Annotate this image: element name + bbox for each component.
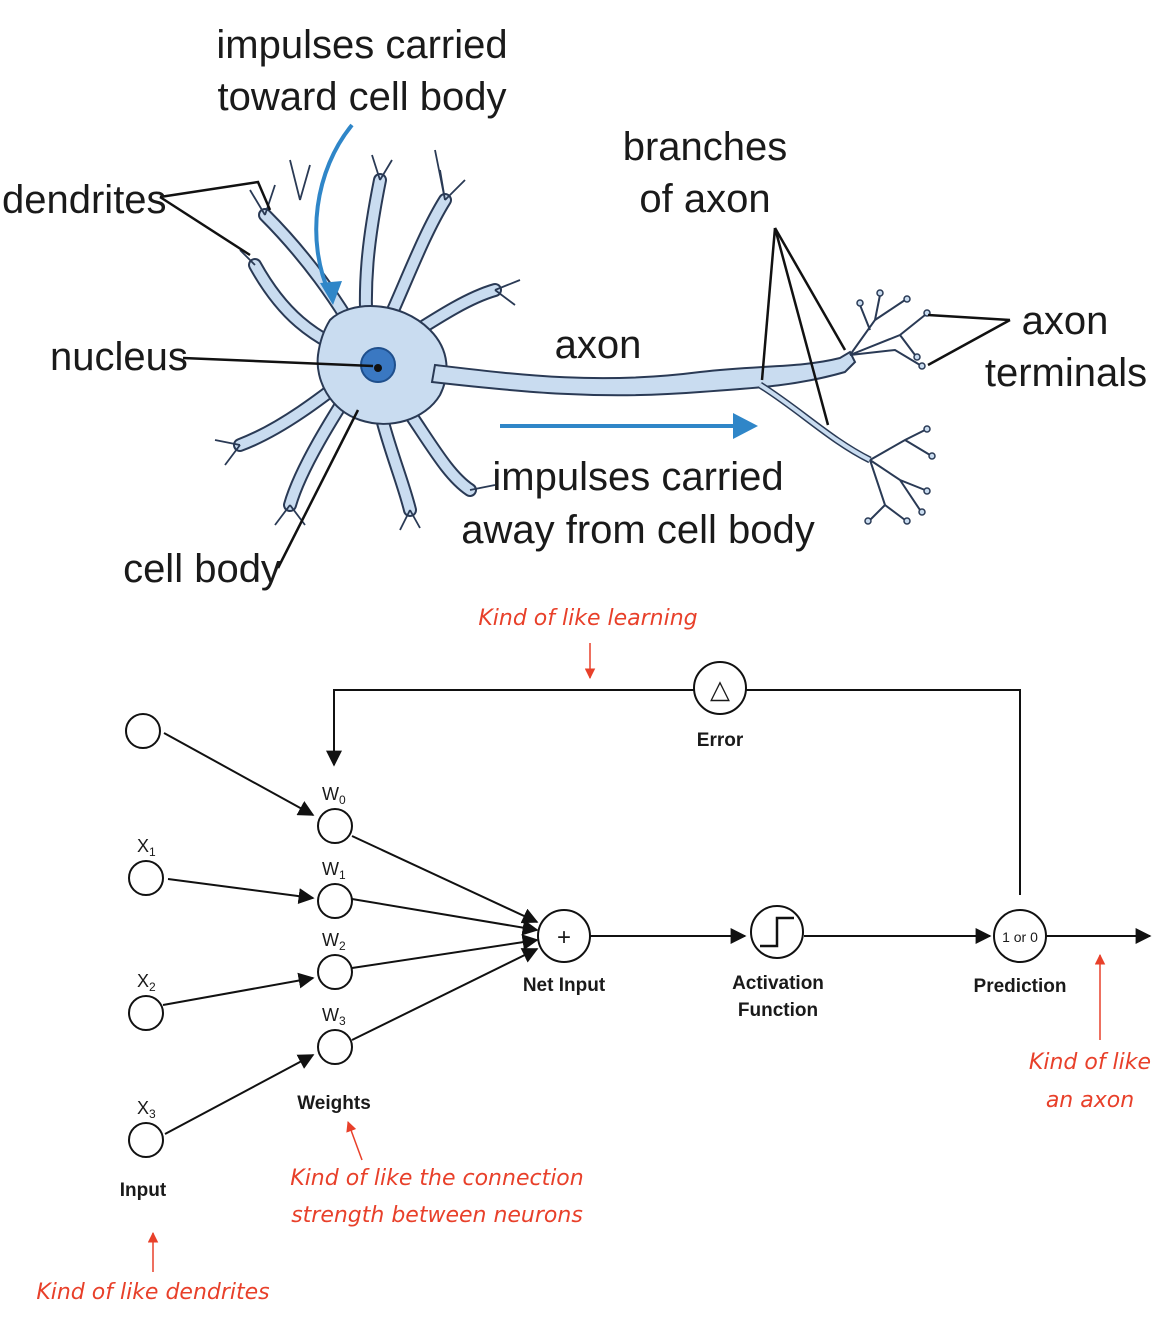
label-axon-terminals-2: terminals: [985, 351, 1147, 395]
prediction-value: 1 or 0: [1002, 929, 1038, 945]
prediction-node: [993, 909, 1047, 963]
label-impulses-away-1: impulses carried: [492, 455, 783, 499]
weight-node-w1: [317, 883, 353, 919]
label-cell-body: cell body: [123, 547, 281, 591]
weight-node-w2: [317, 954, 353, 990]
label-x1: X1: [137, 836, 156, 859]
note-learning: Kind of like learning: [478, 606, 697, 631]
label-nucleus: nucleus: [50, 335, 188, 379]
label-w1: W1: [322, 859, 346, 882]
axon-shape: [430, 350, 857, 397]
note-axon-1: Kind of like: [1029, 1050, 1151, 1075]
label-prediction: Prediction: [974, 976, 1067, 997]
step-function-icon: [760, 916, 794, 948]
label-x3: X3: [137, 1098, 156, 1121]
label-w0: W0: [322, 784, 346, 807]
label-activation-2: Function: [738, 1000, 818, 1021]
weight-node-w0: [317, 808, 353, 844]
label-impulses-away-2: away from cell body: [461, 508, 814, 552]
label-error: Error: [697, 730, 744, 751]
label-dendrites: dendrites: [2, 178, 167, 222]
net-input-node: [537, 909, 591, 963]
label-weights: Weights: [297, 1093, 371, 1114]
weight-node-w3: [317, 1029, 353, 1065]
annotations: [147, 643, 1106, 1272]
label-branches-1: branches: [623, 125, 788, 169]
label-net-input: Net Input: [523, 975, 606, 996]
input-node-x2: [128, 995, 164, 1031]
impulse-toward-arrow: [314, 123, 354, 296]
note-axon-2: an axon: [1046, 1088, 1134, 1113]
label-w2: W2: [322, 930, 346, 953]
label-branches-2: of axon: [639, 177, 770, 221]
label-axon: axon: [555, 323, 642, 367]
label-activation-1: Activation: [732, 973, 824, 994]
error-node: [693, 661, 747, 715]
neuron-illustration: impulses carried toward cell body dendri…: [2, 23, 1147, 591]
label-w3: W3: [322, 1005, 346, 1028]
input-node-bias: [125, 713, 161, 749]
note-weights-2: strength between neurons: [291, 1203, 583, 1228]
input-node-x1: [128, 860, 164, 896]
label-impulses-toward-2: toward cell body: [217, 75, 506, 119]
note-dendrites: Kind of like dendrites: [36, 1280, 269, 1305]
label-axon-terminals-1: axon: [1022, 299, 1109, 343]
axon-terminal-branches: [849, 294, 931, 521]
perceptron-diagram: [125, 661, 1152, 1158]
label-input: Input: [120, 1180, 167, 1201]
label-impulses-toward-1: impulses carried: [216, 23, 507, 67]
plus-symbol: +: [557, 924, 571, 951]
note-weights-1: Kind of like the connection: [290, 1166, 583, 1191]
label-x2: X2: [137, 971, 156, 994]
error-symbol: △: [710, 674, 730, 704]
error-feedback-line: [334, 689, 1021, 895]
input-node-x3: [128, 1122, 164, 1158]
